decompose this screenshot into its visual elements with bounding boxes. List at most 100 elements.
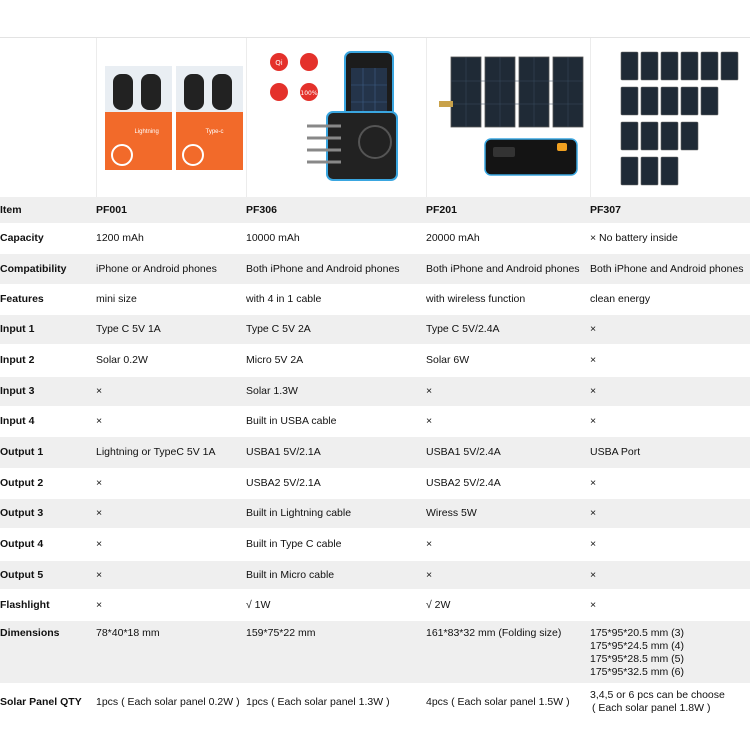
solar-cell [720,51,738,80]
spec-value: × [96,499,246,528]
spec-value: √ 2W [426,598,451,611]
spec-value: 20000 mAh [426,232,480,244]
spec-value: × [96,561,246,589]
solar-cell [640,51,658,80]
row-label: Output 3 [0,499,96,528]
dimension-value: 159*75*22 mm [246,621,426,683]
row-label: Input 3 [0,377,96,406]
solar-qty-value: 4pcs ( Each solar panel 1.5W ) [426,695,570,708]
solar-qty-value: 1pcs ( Each solar panel 0.2W ) [96,695,240,708]
dimension-value: 78*40*18 mm [96,621,246,683]
spec-value: Type C 5V/2.4A [426,315,590,344]
solar-cell [660,121,678,150]
percent-badge-icon [299,82,318,101]
solar-cell [700,51,718,80]
spec-value: USBA2 5V/2.4A [426,477,501,489]
spec-value: × [426,538,433,550]
plug-icon [181,143,204,166]
spec-value: Built in USBA cable [246,415,337,427]
keychain-device-icon [183,73,204,110]
spec-row: Flashlight×√ 1W√ 2W× [0,589,750,621]
dimension-line: 175*95*20.5 mm (3) [590,627,684,639]
spec-value: with wireless function [426,293,526,305]
pf001-image-cell: Lightning Type-c [96,38,247,197]
spec-value: × [590,415,597,427]
spec-value: × [426,561,590,589]
spec-value: × [590,377,750,406]
pf201-image-cell [426,38,591,197]
solar-cell [660,86,678,115]
row-label: Compatibility [0,254,96,284]
spec-value: Solar 1.3W [246,377,426,406]
dimension-line: 175*95*32.5 mm (6) [590,666,684,678]
row-label: Solar Panel QTY [0,695,82,708]
spec-value: × [590,598,597,611]
row-label: Input 1 [0,315,96,344]
solar-cell [680,121,698,150]
pf001-lightning-panel: Lightning [104,65,172,170]
dimension-value-list: 175*95*20.5 mm (3)175*95*24.5 mm (4)175*… [590,621,750,683]
battery-badge-icon [299,52,318,71]
spec-value: iPhone or Android phones [96,254,246,284]
spec-value: Built in Lightning cable [246,499,426,528]
pf307-product-image [620,51,738,185]
flash-badge-icon [269,82,288,101]
spec-value: Type C 5V 1A [96,315,246,344]
row-label: Input 2 [0,354,35,366]
pf306-image-cell: Qi 100% [246,38,427,197]
solar-cell [620,156,638,185]
plug-icon [110,143,133,166]
spec-value: 1200 mAh [96,232,144,244]
keychain-device-icon [112,73,133,110]
spec-value: Wiress 5W [426,499,590,528]
spec-value: × [426,415,433,427]
spec-value: Type C 5V 2A [246,315,426,344]
spec-value: × [96,477,103,489]
spec-value: USBA2 5V/2.1A [246,477,321,489]
spec-value: Built in Type C cable [246,538,342,550]
spec-value: × [96,377,246,406]
spec-value: USBA Port [590,437,750,468]
row-label: Output 5 [0,561,96,589]
qi-badge-icon [269,52,288,71]
solar-cell [620,86,638,115]
solar-cell [640,121,658,150]
pf306-product-image: Qi 100% [269,50,398,181]
pf307-image-cell [590,38,750,197]
spec-row: Input 3×Solar 1.3W×× [0,377,750,406]
keychain-device-icon [140,73,161,110]
pf001-product-image: Lightning Type-c [104,65,243,170]
spec-value: Both iPhone and Android phones [246,254,426,284]
spec-value: Both iPhone and Android phones [426,254,590,284]
spec-value: × [590,354,597,366]
spec-value: × [96,538,103,550]
pf001-panel2-label: Type-c [205,128,224,135]
spec-value: Micro 5V 2A [246,354,304,366]
spec-value: USBA1 5V/2.1A [246,437,426,468]
keychain-device-icon [211,73,232,110]
solar-cell [640,156,658,185]
top-divider [0,37,750,38]
spec-value: mini size [96,293,137,305]
solar-cell [620,51,638,80]
spec-value: × [590,499,750,528]
spec-value: √ 1W [246,598,271,611]
solar-cell [620,121,638,150]
row-label: Output 1 [0,437,96,468]
spec-value: clean energy [590,293,651,305]
spec-value: × [590,561,750,589]
spec-row: Input 4×Built in USBA cable×× [0,406,750,437]
spec-value: USBA1 5V/2.4A [426,437,590,468]
spec-table: Lightning Type-c Qi [0,38,750,721]
solar-qty-line: 3,4,5 or 6 pcs can be choose [590,689,725,701]
spec-row: Output 5×Built in Micro cable×× [0,561,750,589]
solar-cell [660,156,678,185]
spec-value: × No battery inside [590,232,678,244]
pf001-typec-panel: Type-c [175,65,243,170]
